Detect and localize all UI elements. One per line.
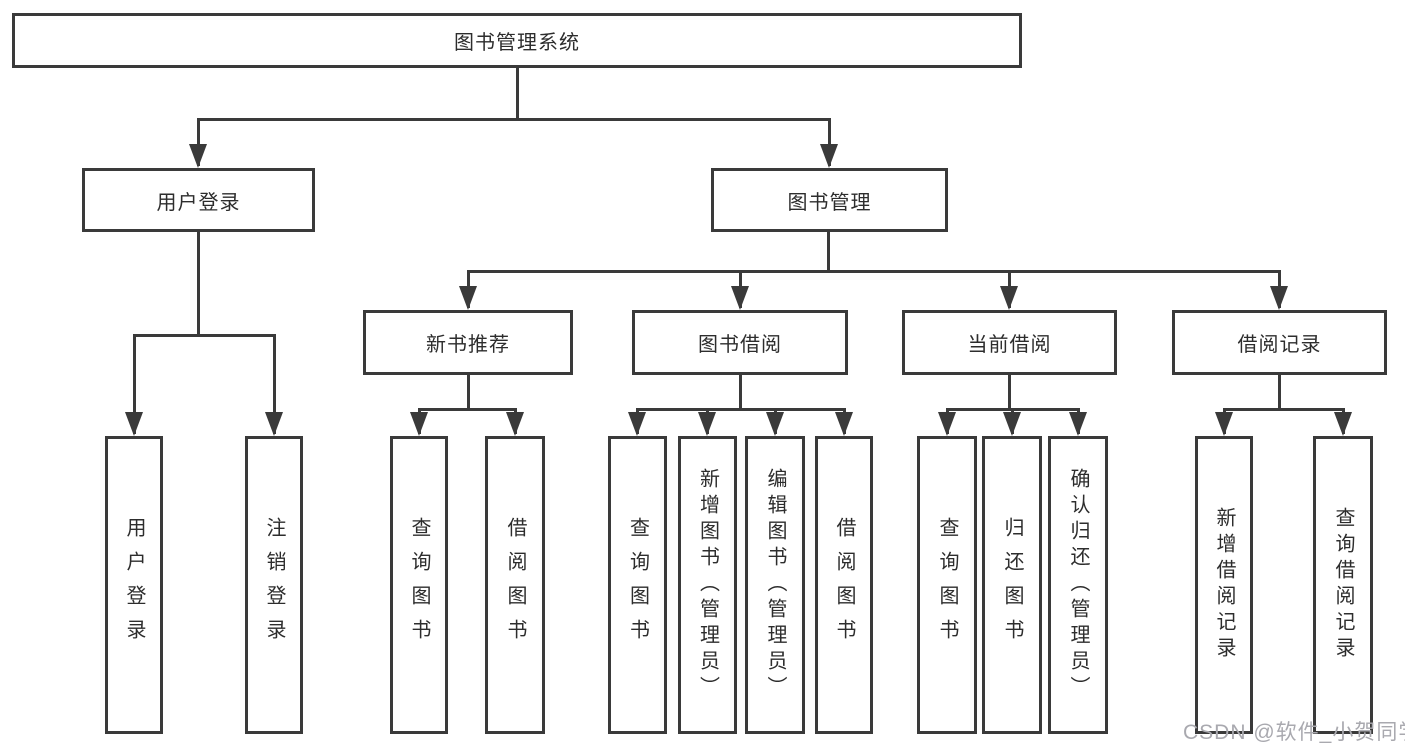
arrow-down-icon (459, 286, 477, 310)
node-root-library-system: 图书管理系统 (12, 13, 1022, 68)
arrow-down-icon (1000, 286, 1018, 310)
leaf-query-books-current: 查询图书 (917, 436, 977, 734)
arrow-down-icon (1003, 412, 1021, 436)
connector-line (198, 118, 830, 121)
leaf-edit-book-admin: 编辑图书（管理员） (745, 436, 805, 734)
node-label: 当前借阅 (967, 334, 1052, 356)
connector-line (1008, 375, 1011, 408)
node-label: 图书管理 (787, 191, 872, 214)
connector-line (467, 270, 1281, 273)
node-book-borrowing: 图书借阅 (632, 310, 848, 375)
node-label: 用户登录 (156, 191, 241, 214)
arrow-down-icon (410, 412, 428, 436)
leaf-borrow-books-recommend: 借阅图书 (485, 436, 545, 734)
leaf-query-books-recommend: 查询图书 (390, 436, 448, 734)
connector-line (418, 408, 517, 411)
leaf-label: 确认归还（管理员） (1067, 468, 1089, 702)
leaf-label: 查询图书 (936, 517, 958, 653)
leaf-label: 归还图书 (1001, 517, 1023, 653)
node-label: 新书推荐 (426, 334, 510, 356)
leaf-label: 查询借阅记录 (1332, 507, 1354, 663)
arrow-down-icon (1270, 286, 1288, 310)
connector-line (739, 375, 742, 408)
leaf-logout: 注销登录 (245, 436, 303, 734)
leaf-label: 新增图书（管理员） (696, 468, 719, 702)
leaf-label: 查询图书 (626, 517, 649, 653)
arrow-down-icon (1069, 412, 1087, 436)
node-label: 借阅记录 (1237, 334, 1322, 356)
leaf-label: 借阅图书 (504, 517, 526, 653)
leaf-user-login: 用户登录 (105, 436, 163, 734)
leaf-confirm-return-admin: 确认归还（管理员） (1048, 436, 1108, 734)
connector-line (1223, 408, 1345, 411)
connector-line (133, 334, 276, 337)
arrow-down-icon (1334, 412, 1352, 436)
connector-line (1278, 375, 1281, 408)
node-label: 图书管理系统 (454, 32, 580, 54)
arrow-down-icon (265, 412, 283, 436)
node-new-book-recommend: 新书推荐 (363, 310, 573, 375)
arrow-down-icon (1215, 412, 1233, 436)
connector-line (197, 232, 200, 334)
leaf-label: 注销登录 (263, 517, 285, 653)
leaf-query-books-borrowing: 查询图书 (608, 436, 667, 734)
leaf-label: 编辑图书（管理员） (764, 468, 786, 702)
arrow-down-icon (766, 412, 784, 436)
leaf-add-borrow-record: 新增借阅记录 (1195, 436, 1253, 734)
node-book-management: 图书管理 (711, 168, 948, 232)
leaf-query-borrow-record: 查询借阅记录 (1313, 436, 1373, 734)
connector-line (828, 118, 831, 166)
leaf-borrow-books-borrowing: 借阅图书 (815, 436, 873, 734)
leaf-return-books: 归还图书 (982, 436, 1042, 734)
connector-line (467, 375, 470, 408)
leaf-label: 用户登录 (123, 517, 145, 653)
arrow-down-icon (125, 412, 143, 436)
connector-line (273, 334, 276, 434)
arrow-down-icon (731, 286, 749, 310)
connector-line (133, 334, 136, 434)
arrow-down-icon (189, 144, 207, 168)
leaf-label: 新增借阅记录 (1213, 507, 1235, 663)
arrow-down-icon (506, 412, 524, 436)
node-label: 图书借阅 (698, 334, 782, 356)
connector-line (197, 118, 200, 166)
connector-line (636, 408, 846, 411)
leaf-add-book-admin: 新增图书（管理员） (678, 436, 737, 734)
connector-line (516, 68, 519, 118)
node-current-borrowing: 当前借阅 (902, 310, 1117, 375)
arrow-down-icon (938, 412, 956, 436)
arrow-down-icon (835, 412, 853, 436)
leaf-label: 查询图书 (408, 517, 430, 653)
arrow-down-icon (628, 412, 646, 436)
arrow-down-icon (698, 412, 716, 436)
leaf-label: 借阅图书 (833, 517, 855, 653)
csdn-watermark: CSDN @软件_小贺同学 (1183, 721, 1405, 744)
connector-line (827, 232, 830, 270)
arrow-down-icon (820, 144, 838, 168)
node-user-login: 用户登录 (82, 168, 315, 232)
node-borrowing-records: 借阅记录 (1172, 310, 1387, 375)
